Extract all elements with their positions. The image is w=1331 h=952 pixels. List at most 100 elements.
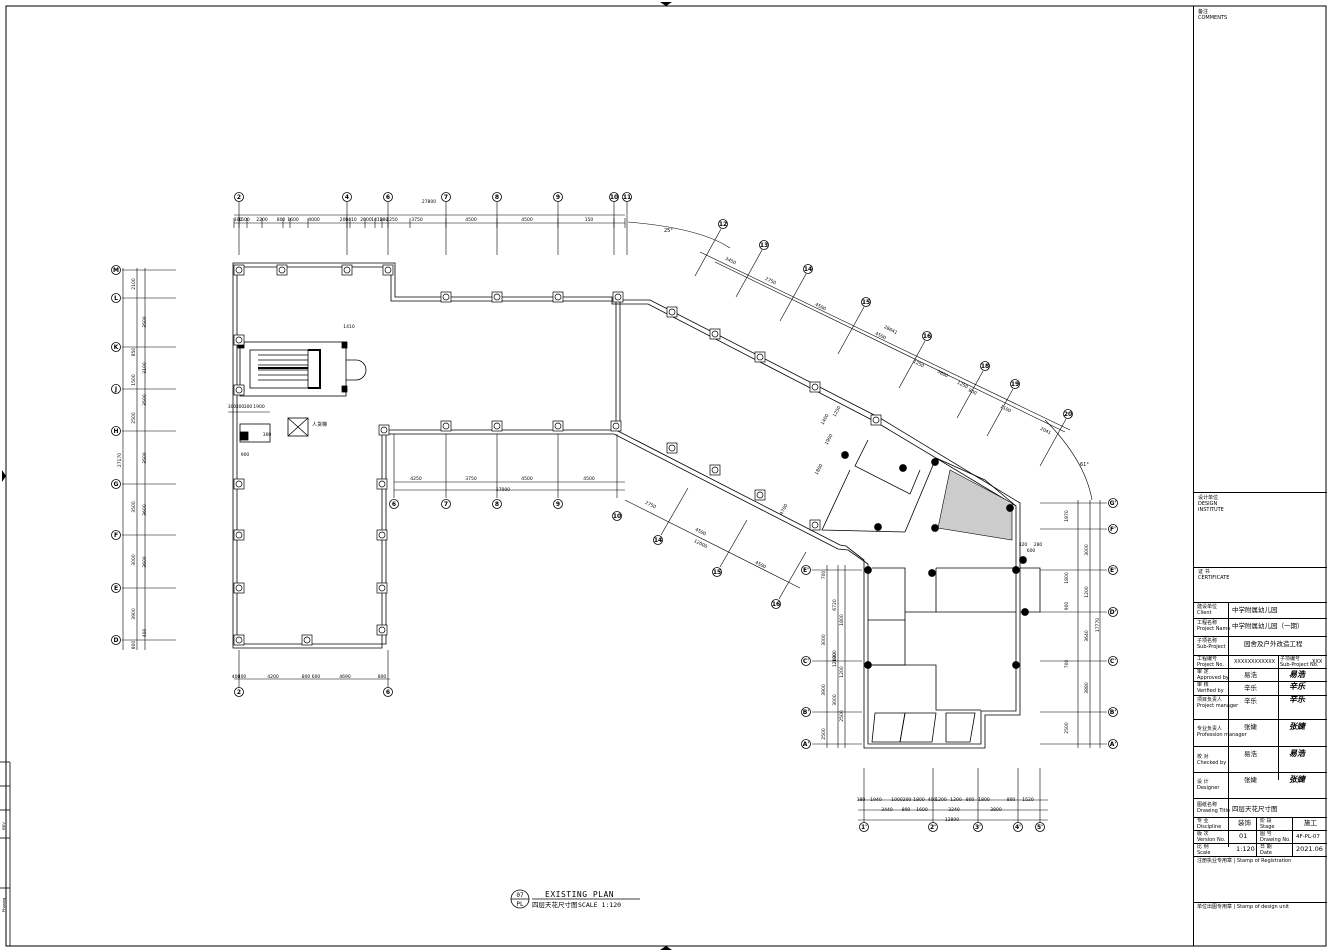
- left-dim-5: 3500: [142, 394, 148, 406]
- wingbottom-dim-8: 800: [966, 797, 975, 803]
- client-value: 中学附属幼儿园: [1232, 606, 1278, 614]
- column-14: [754, 351, 766, 363]
- structural-column-5: [928, 569, 936, 577]
- svg-text:C': C': [803, 658, 809, 665]
- svg-text:8: 8: [495, 501, 499, 508]
- project-value: 中学附属幼儿园（一期）: [1232, 622, 1304, 630]
- grid-bubble-right-5: B': [1108, 707, 1118, 717]
- professional-name: 张婕: [1244, 723, 1257, 731]
- top-dim-5: 4000: [308, 217, 320, 223]
- column-9: [491, 420, 503, 432]
- svg-text:16: 16: [923, 333, 931, 340]
- lowdiag-dim-2: 4500: [754, 560, 767, 571]
- svg-text:E: E: [114, 585, 118, 592]
- bottom-dim-0: 400: [232, 674, 241, 680]
- left-wing-inner-wall: [236, 266, 1017, 745]
- bottom-dim-3: 800: [302, 674, 311, 680]
- wingbottom-dim-10: 800: [1007, 797, 1016, 803]
- right-dim-7: 3880: [1084, 682, 1090, 694]
- grid-bubble-left-K: K: [111, 342, 121, 352]
- grid-bubble-mid-9: 9: [553, 499, 563, 509]
- column-28: [376, 478, 388, 490]
- discipline-value: 装饰: [1238, 819, 1251, 827]
- grid-bubble-top-8: 8: [492, 192, 502, 202]
- wingleft-dim-9: 2500: [821, 728, 827, 740]
- column-11: [610, 420, 622, 432]
- svg-text:A': A': [1110, 741, 1117, 748]
- structural-column-6: [1012, 566, 1020, 574]
- grid-bubble-wingbottom-4: 5': [1035, 822, 1045, 832]
- top-dim-15: 150: [585, 217, 594, 223]
- left-dim-2: 850: [131, 348, 137, 357]
- svg-text:F': F': [1110, 526, 1116, 533]
- caption-title: EXISTING PLAN: [545, 890, 614, 899]
- column-0: [233, 264, 245, 276]
- wingleft-dim-8: 2500: [839, 710, 845, 722]
- stair-dim-4: 900: [241, 452, 250, 458]
- svg-text:10: 10: [613, 513, 621, 520]
- grid-line-diag-18: [956, 370, 984, 419]
- svg-text:B': B': [803, 709, 810, 716]
- grid-bubble-right-3: D': [1108, 607, 1118, 617]
- grid-bubble-diag-16: 16: [922, 331, 932, 341]
- column-16: [870, 414, 882, 426]
- svg-text:8: 8: [495, 194, 499, 201]
- top-dim-13: 4500: [465, 217, 477, 223]
- column-22: [233, 384, 245, 396]
- version-value: 01: [1239, 832, 1248, 840]
- wingbottom-mid-1: 800: [902, 807, 911, 813]
- svg-text:1': 1': [861, 824, 867, 831]
- small-dim-5: 1800: [814, 463, 825, 476]
- column-32: [378, 424, 390, 436]
- center-mark-top: [660, 2, 672, 6]
- grid-bubble-wingleft-1: C': [801, 656, 811, 666]
- grid-bubble-lowdiag-14: 14: [653, 535, 663, 545]
- small-dim-7: 1250: [832, 405, 843, 418]
- right-dim-1: 3000: [1084, 544, 1090, 556]
- manager-signature: 辛乐: [1289, 694, 1305, 704]
- grid-bubble-left-F: F: [111, 530, 121, 540]
- column-18: [709, 464, 721, 476]
- lowdiag-dim-0: 2750: [644, 500, 657, 511]
- top-total-dim: 27800: [422, 199, 436, 205]
- structural-column-11: [899, 464, 907, 472]
- grid-bubble-top-2: 2: [234, 192, 244, 202]
- svg-text:14: 14: [804, 266, 812, 273]
- grid-bubble-diag-15: 15: [861, 297, 871, 307]
- diag-dim-7: 800: [967, 387, 977, 396]
- grid-bubble-top-7: 7: [441, 192, 451, 202]
- top-dim-2: 2200: [256, 217, 268, 223]
- wingbottom-dim-0: 380: [857, 797, 866, 803]
- floor-plan: [232, 262, 1041, 749]
- grid-bubble-left-E: E: [111, 583, 121, 593]
- column-2: [341, 264, 353, 276]
- grid-bubble-diag-18: 18: [980, 361, 990, 371]
- grid-bubble-diag-20: 20: [1063, 409, 1073, 419]
- top-dim-12: 3750: [411, 217, 423, 223]
- checked-signature: 易浩: [1289, 748, 1305, 758]
- stair-dim-1: 300: [236, 404, 245, 410]
- left-dim-1: 3500: [142, 316, 148, 328]
- bottom-dim-2: 4200: [267, 674, 279, 680]
- svg-text:7: 7: [444, 501, 448, 508]
- subproject-value: 园舍及户外改造工程: [1244, 640, 1303, 648]
- phasing-label: Phasing: [1, 898, 6, 912]
- small-dim-3: 1400: [820, 413, 831, 426]
- svg-text:15: 15: [713, 569, 721, 576]
- diag-dim-2: 4500: [814, 302, 827, 313]
- wingleft-dim-3: 3000: [821, 634, 827, 646]
- column-26: [233, 634, 245, 646]
- structural-column-9: [1019, 556, 1027, 564]
- grid-bubble-right-4: C': [1108, 656, 1118, 666]
- grid-line-lowdiag-16: [778, 551, 807, 600]
- column-21: [233, 334, 245, 346]
- grid-line-lowdiag-14: [660, 487, 689, 536]
- column-6: [552, 291, 564, 303]
